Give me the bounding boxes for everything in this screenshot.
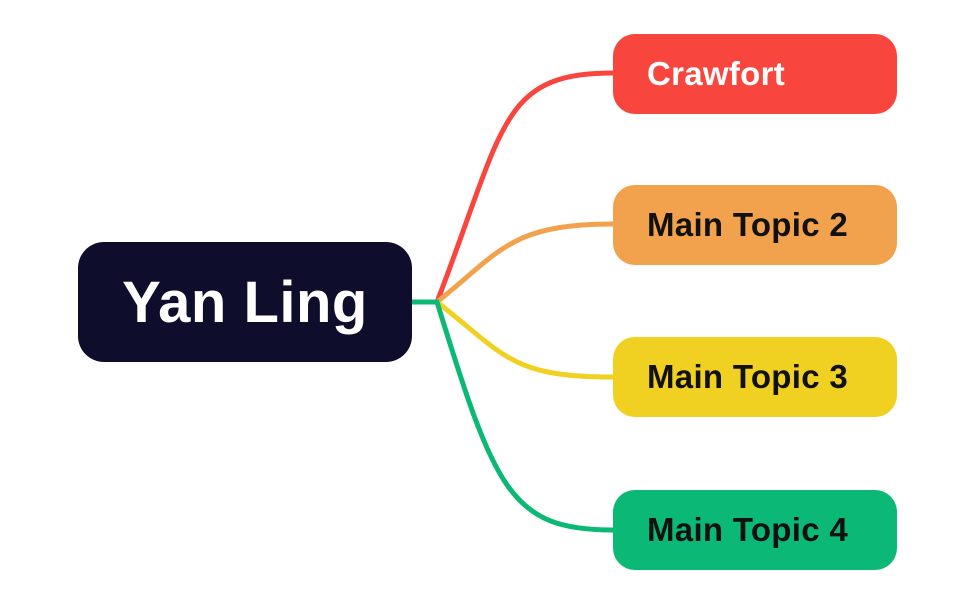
topic-node-main-topic-2[interactable]: Main Topic 2 xyxy=(613,185,897,265)
topic-node-main-topic-4[interactable]: Main Topic 4 xyxy=(613,490,897,570)
root-node-label: Yan Ling xyxy=(122,269,368,335)
topic-node-label: Main Topic 2 xyxy=(647,206,849,243)
connector-crawfort xyxy=(409,70,616,305)
connector-main-topic-4 xyxy=(409,299,616,533)
connector-main-topic-3 xyxy=(409,299,616,380)
root-node-yan-ling[interactable]: Yan Ling xyxy=(78,242,412,362)
topic-node-label: Main Topic 3 xyxy=(647,358,849,395)
connector-main-topic-2 xyxy=(409,221,616,305)
topic-node-main-topic-3[interactable]: Main Topic 3 xyxy=(613,337,897,417)
topic-node-label: Main Topic 4 xyxy=(647,511,849,548)
topic-node-crawfort[interactable]: Crawfort xyxy=(613,34,897,114)
topic-node-label: Crawfort xyxy=(647,55,786,92)
